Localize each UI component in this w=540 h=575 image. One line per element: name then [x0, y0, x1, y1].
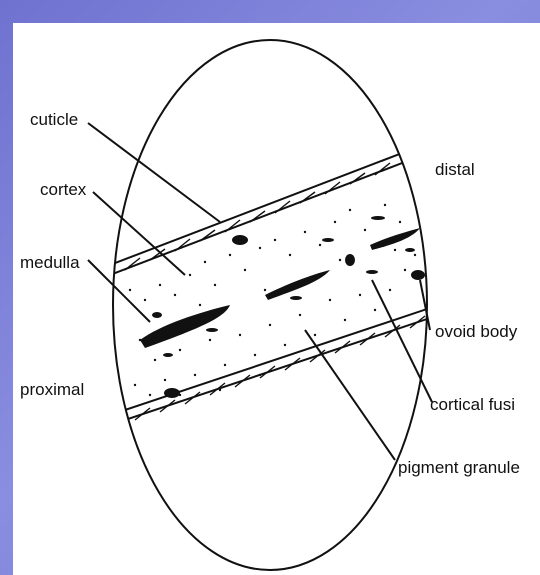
label-ovoid-body: ovoid body: [435, 322, 518, 341]
label-proximal: proximal: [20, 380, 84, 399]
field-of-view-circle: [113, 40, 427, 570]
label-medulla: medulla: [20, 253, 80, 272]
label-cortical-fusi: cortical fusi: [430, 395, 515, 414]
label-cuticle: cuticle: [30, 110, 78, 129]
cuticle-top-inner: [110, 160, 410, 275]
label-cortex: cortex: [40, 180, 87, 199]
label-distal: distal: [435, 160, 475, 179]
leader-medulla: [88, 260, 150, 322]
leader-pigment-granule: [305, 330, 395, 460]
leader-lines: [88, 123, 432, 460]
leader-ovoid-body: [420, 280, 430, 330]
label-pigment-granule: pigment granule: [398, 458, 520, 477]
leader-cortex: [93, 192, 185, 275]
leader-cuticle: [88, 123, 220, 222]
